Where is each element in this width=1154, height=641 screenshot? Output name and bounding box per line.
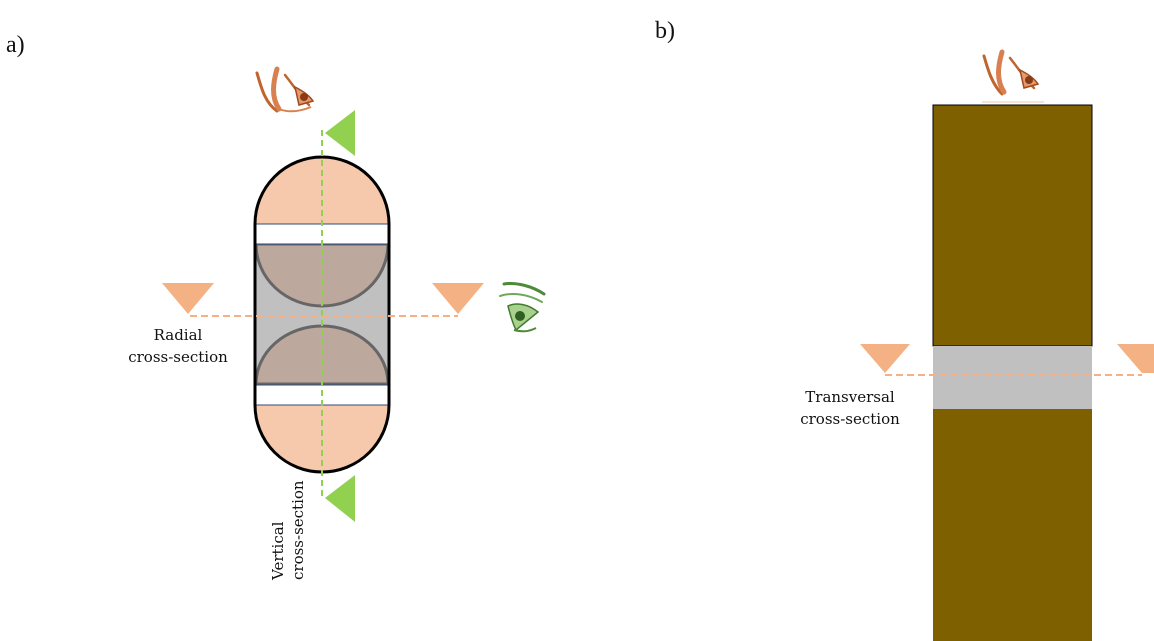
radial-label-line1: Radial <box>154 326 203 344</box>
green-marker-bottom <box>325 475 355 522</box>
transversal-section-line <box>860 344 1154 376</box>
column-lower <box>933 409 1092 641</box>
panel-b-label: b) <box>655 18 675 44</box>
radial-label-line2: cross-section <box>128 348 228 366</box>
column-upper <box>932 104 1093 347</box>
eye-icon <box>255 66 315 113</box>
orange-marker-right <box>1117 344 1154 373</box>
capsule-outline <box>253 155 391 474</box>
orange-marker-left <box>162 283 214 314</box>
radial-section-line <box>162 283 484 317</box>
green-marker-top <box>325 110 355 156</box>
bottom-cap <box>255 405 389 472</box>
orange-marker-right <box>432 283 484 314</box>
column-slice <box>933 346 1092 409</box>
transversal-label-line1: Transversal <box>805 388 895 406</box>
orange-marker-left <box>860 344 910 373</box>
transversal-label-line2: cross-section <box>800 410 900 428</box>
panel-a-label: a) <box>6 32 25 58</box>
vertical-label-line2: cross-section <box>289 480 307 580</box>
wood-column <box>932 104 1093 641</box>
eye-icon <box>499 282 546 333</box>
vertical-label-line1: Vertical <box>269 521 287 581</box>
eye-icon <box>982 49 1044 103</box>
